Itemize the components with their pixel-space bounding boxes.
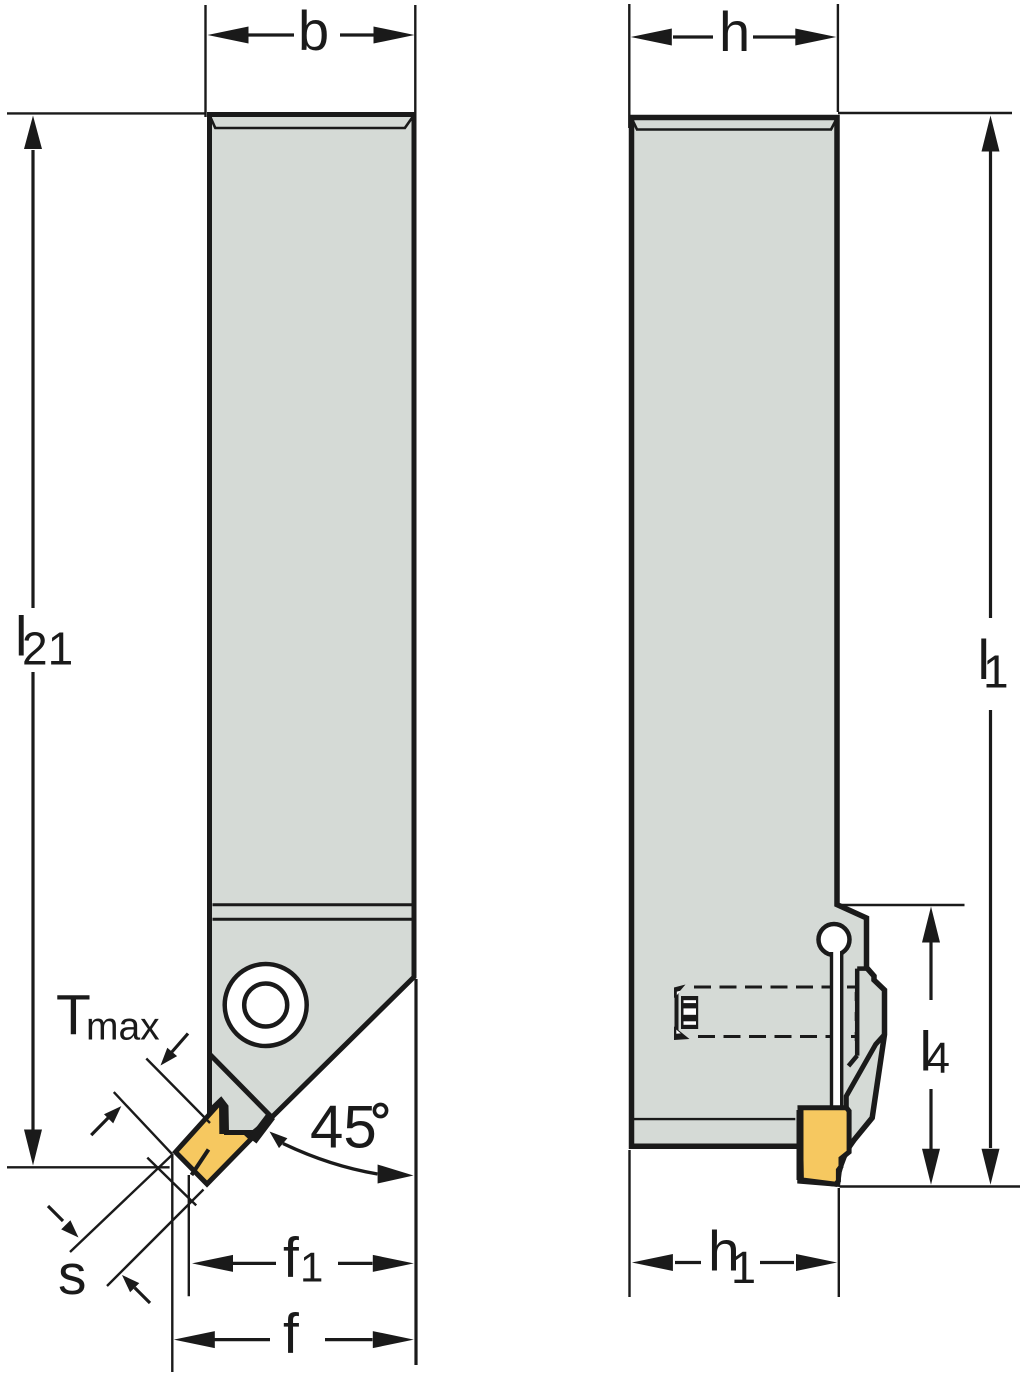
svg-text:1: 1: [731, 1242, 756, 1293]
svg-text:s: s: [58, 1243, 87, 1307]
svg-text:1: 1: [300, 1244, 323, 1291]
svg-text:T: T: [56, 983, 91, 1047]
svg-text:h: h: [708, 1220, 740, 1284]
svg-text:max: max: [86, 1006, 160, 1049]
svg-text:45: 45: [310, 1094, 377, 1161]
svg-text:f: f: [283, 1302, 299, 1366]
svg-text:h: h: [719, 0, 750, 63]
svg-text:1: 1: [983, 646, 1009, 698]
svg-text:f: f: [283, 1226, 299, 1290]
svg-text:l: l: [920, 1020, 932, 1083]
svg-text:l: l: [978, 628, 990, 691]
svg-text:21: 21: [22, 623, 73, 675]
svg-text:b: b: [298, 0, 329, 62]
svg-text:l: l: [15, 605, 27, 668]
svg-text:4: 4: [926, 1034, 950, 1083]
